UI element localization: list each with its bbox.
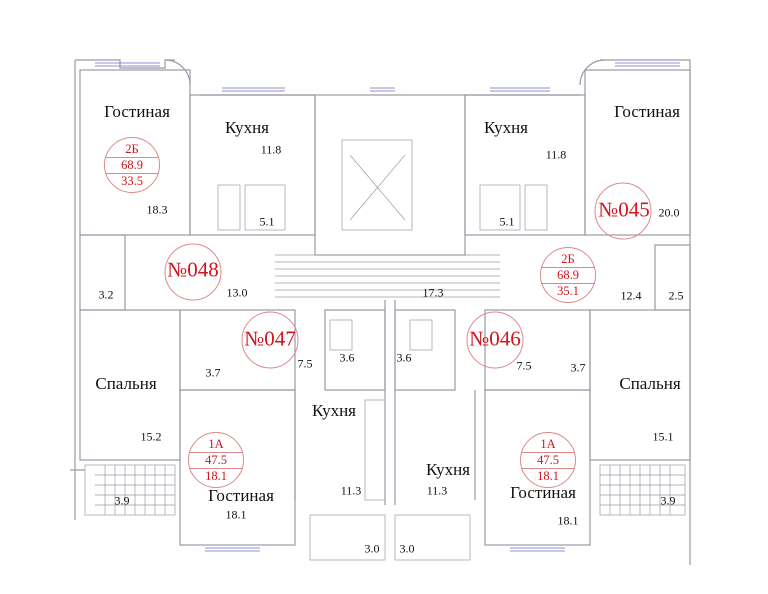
apartment-type: 1А: [540, 436, 556, 451]
apartment-info-circle-048: 2Б 68.9 33.5: [104, 137, 160, 193]
area-bath-048: 5.1: [259, 214, 275, 229]
room-label-living-048: Гостиная: [104, 102, 170, 121]
area-kitchen-046: 11.3: [426, 483, 448, 498]
room-label-bedroom-047: Спальня: [95, 374, 157, 393]
apartment-info-circle-047: 1А 47.5 18.1: [188, 432, 244, 488]
area-hall-046: 7.5: [516, 358, 532, 373]
room-label-kitchen-047: Кухня: [312, 401, 356, 420]
apartment-living-area: 35.1: [541, 282, 595, 299]
apartment-number-circle: [594, 182, 652, 240]
apartment-number-047: №047: [244, 326, 296, 351]
area-kitchen-048: 11.8: [260, 142, 282, 157]
apartment-total-area: 68.9: [541, 266, 595, 283]
apartment-total-area: 47.5: [189, 451, 243, 468]
area-balcony-bedroom-047: 3.9: [114, 493, 130, 508]
apartment-living-area: 33.5: [105, 172, 159, 189]
area-living-046: 18.1: [557, 513, 579, 528]
area-bath-046: 3.6: [396, 350, 412, 365]
area-storage-048: 3.2: [98, 287, 114, 302]
room-label-kitchen-048: Кухня: [225, 118, 269, 137]
apartment-living-area: 18.1: [189, 467, 243, 484]
area-kitchen-047: 11.3: [340, 483, 362, 498]
area-bedroom-047: 15.2: [140, 429, 162, 444]
apartment-number-045: №045: [598, 197, 650, 222]
area-closet-047: 3.7: [205, 365, 221, 380]
apartment-number-circle: [164, 243, 222, 301]
room-label-living-047: Гостиная: [208, 486, 274, 505]
room-label-living-045: Гостиная: [614, 102, 680, 121]
area-hall-047: 7.5: [297, 356, 313, 371]
area-living-045: 20.0: [658, 205, 680, 220]
area-bath-045: 5.1: [499, 214, 515, 229]
apartment-number-circle: [466, 311, 524, 369]
area-kitchen-045: 11.8: [545, 147, 567, 162]
area-balcony-kitchen-046: 3.0: [399, 541, 415, 556]
area-balcony-kitchen-047: 3.0: [364, 541, 380, 556]
area-bedroom-046: 15.1: [652, 429, 674, 444]
area-living-048: 18.3: [146, 202, 168, 217]
area-hall-048: 13.0: [226, 285, 248, 300]
area-hall-045: 12.4: [620, 288, 642, 303]
room-label-kitchen-046: Кухня: [426, 460, 470, 479]
apartment-type: 2Б: [125, 141, 139, 156]
room-label-living-046: Гостиная: [510, 483, 576, 502]
area-storage-045: 2.5: [668, 288, 684, 303]
apartment-total-area: 68.9: [105, 156, 159, 173]
room-label-bedroom-046: Спальня: [619, 374, 681, 393]
apartment-living-area: 18.1: [521, 467, 575, 484]
apartment-number-048: №048: [167, 257, 219, 282]
apartment-number-046: №046: [469, 326, 521, 351]
area-stair-hall: 17.3: [422, 285, 444, 300]
area-closet-046: 3.7: [570, 360, 586, 375]
apartment-total-area: 47.5: [521, 451, 575, 468]
apartment-number-circle: [241, 311, 299, 369]
apartment-info-circle-045: 2Б 68.9 35.1: [540, 247, 596, 303]
apartment-info-circle-046: 1А 47.5 18.1: [520, 432, 576, 488]
room-label-kitchen-045: Кухня: [484, 118, 528, 137]
area-balcony-bedroom-046: 3.9: [660, 493, 676, 508]
apartment-type: 2Б: [561, 251, 575, 266]
area-bath-047: 3.6: [339, 350, 355, 365]
area-living-047: 18.1: [225, 507, 247, 522]
apartment-type: 1А: [208, 436, 224, 451]
